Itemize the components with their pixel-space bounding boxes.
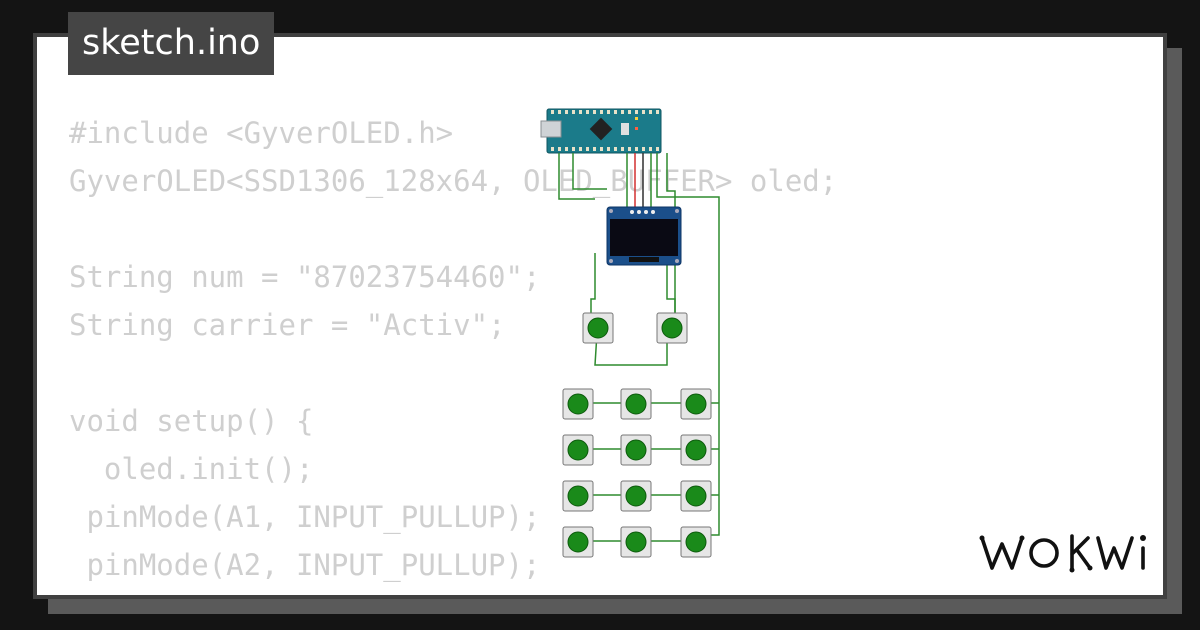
keypad-button[interactable] <box>562 434 594 466</box>
preview-card: #include <GyverOLED.h>GyverOLED<SSD1306_… <box>33 33 1167 599</box>
circuit-diagram <box>540 108 720 558</box>
oled-display <box>606 206 682 266</box>
file-tab[interactable]: sketch.ino <box>68 12 275 75</box>
keypad-button[interactable] <box>680 434 712 466</box>
code-line-8: oled.init(); <box>69 452 314 486</box>
code-line-1: #include <GyverOLED.h> <box>69 116 454 150</box>
code-line-5: String carrier = "Activ"; <box>69 308 506 342</box>
keypad-button[interactable] <box>620 526 652 558</box>
arduino-nano <box>540 108 662 154</box>
keypad-button[interactable] <box>562 480 594 512</box>
code-line-4: String num = "87023754460"; <box>69 260 541 294</box>
keypad-button[interactable] <box>680 526 712 558</box>
wokwi-logo <box>979 534 1146 573</box>
wires <box>558 153 720 542</box>
keypad-button[interactable] <box>620 434 652 466</box>
keypad-grid <box>562 388 712 558</box>
keypad-button[interactable] <box>680 388 712 420</box>
code-line-11: } <box>69 589 837 595</box>
file-tab-label: sketch.ino <box>82 23 261 63</box>
code-line-9: pinMode(A1, INPUT_PULLUP); <box>69 500 541 534</box>
keypad-button[interactable] <box>562 388 594 420</box>
code-line-10: pinMode(A2, INPUT_PULLUP); <box>69 548 541 582</box>
keypad-button[interactable] <box>680 480 712 512</box>
code-line-7: void setup() { <box>69 404 314 438</box>
keypad-button[interactable] <box>620 388 652 420</box>
pushbutton-left[interactable] <box>582 312 614 344</box>
keypad-button[interactable] <box>620 480 652 512</box>
pushbutton-right[interactable] <box>656 312 688 344</box>
keypad-button[interactable] <box>562 526 594 558</box>
